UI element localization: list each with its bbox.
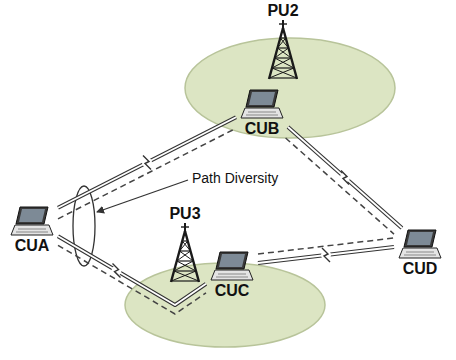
laptop-icon: [398, 228, 442, 260]
annotation-label: Path Diversity: [190, 170, 280, 186]
node-label: CUD: [403, 260, 438, 278]
alternate-path: [286, 138, 394, 234]
primary-user-tower: PU2: [262, 2, 304, 80]
laptop-icon: [210, 250, 254, 282]
wireless-path: [258, 247, 394, 263]
node-label: CUB: [245, 120, 280, 138]
node-label: CUA: [15, 237, 50, 255]
wireless-path: [58, 236, 206, 305]
node-label: CUC: [215, 282, 250, 300]
laptop-icon: [10, 205, 54, 237]
wireless-path: [58, 117, 236, 208]
primary-user-tower: PU3: [164, 205, 206, 283]
node-label: PU3: [169, 205, 200, 223]
cognitive-user-laptop: CUA: [6, 205, 58, 255]
laptop-icon: [240, 88, 284, 120]
tower-icon: [266, 20, 300, 80]
cognitive-user-laptop: CUD: [394, 228, 446, 278]
cognitive-user-laptop: CUC: [206, 250, 258, 300]
cognitive-user-laptop: CUB: [236, 88, 288, 138]
alternate-path: [58, 245, 206, 314]
node-label: PU2: [267, 2, 298, 20]
wireless-path: [288, 127, 402, 228]
coverage-area: [125, 263, 325, 347]
alternate-path: [258, 238, 394, 254]
tower-icon: [168, 223, 202, 283]
